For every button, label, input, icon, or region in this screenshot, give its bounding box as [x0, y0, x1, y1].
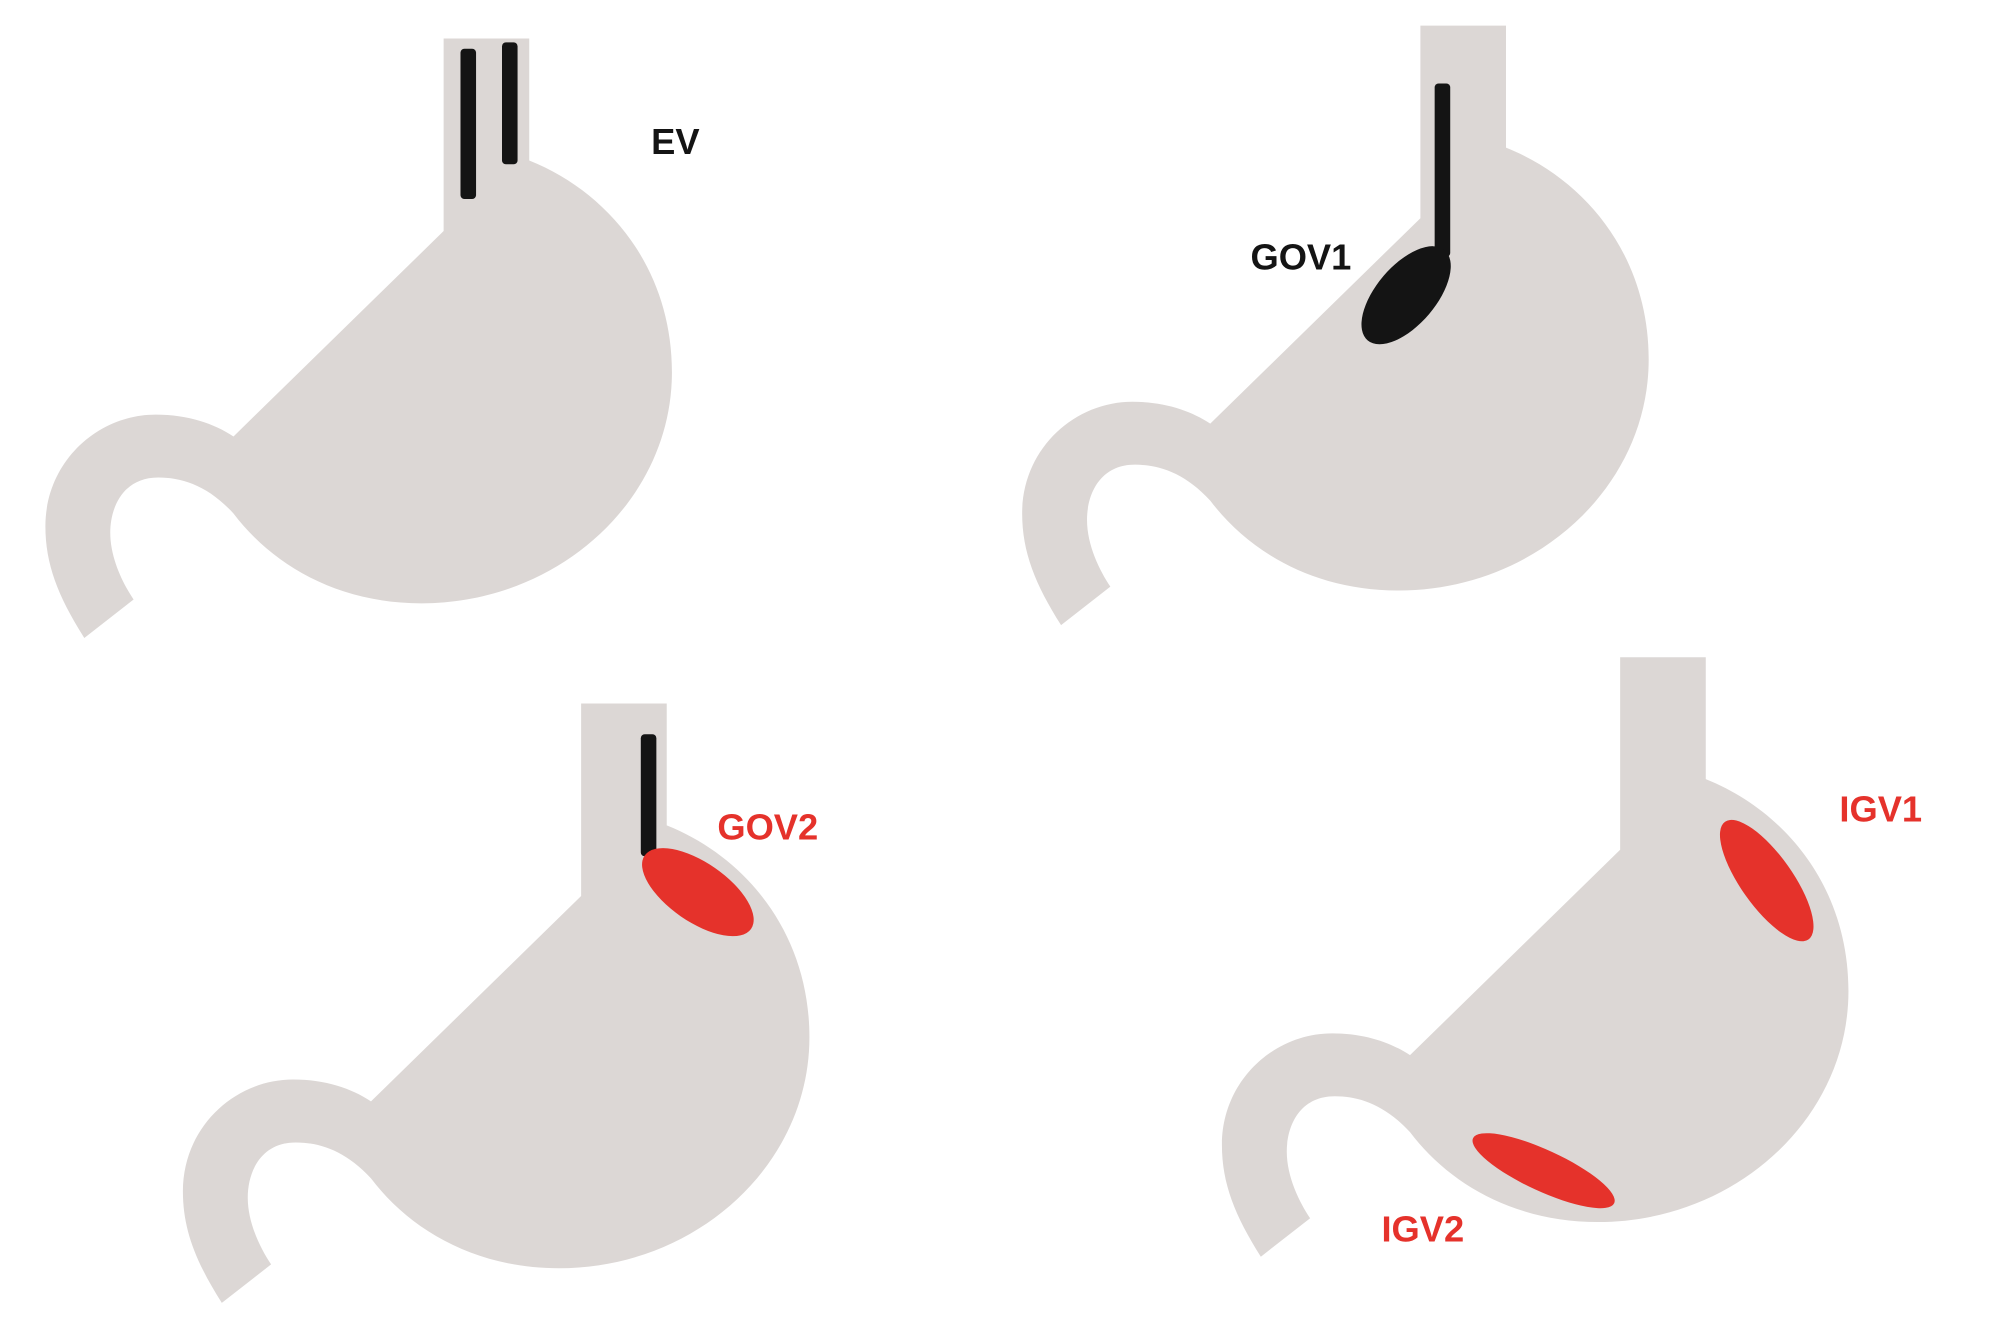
label-gov1: GOV1: [1250, 237, 1351, 278]
esophageal-varix: [502, 42, 518, 165]
panel-gov2: GOV2: [182, 703, 818, 1303]
isolated-gastric-varix-fundus: [1719, 819, 1814, 942]
esophageal-varix: [460, 48, 477, 199]
panel-igv: IGV1 IGV2: [1221, 657, 1922, 1257]
gastric-varix-fundus: [642, 848, 754, 937]
esophageal-varix: [1434, 83, 1451, 257]
label-ev: EV: [651, 121, 699, 162]
panel-ev: EV: [45, 38, 700, 638]
esophageal-varix: [640, 734, 657, 857]
stomach-shape: [45, 38, 672, 638]
label-igv2: IGV2: [1381, 1208, 1464, 1249]
isolated-gastric-varix-antrum: [1472, 1133, 1615, 1209]
panel-gov1: GOV1: [1022, 25, 1649, 626]
gastric-varix-lesser-curvature: [1361, 246, 1451, 345]
label-gov2: GOV2: [717, 807, 818, 848]
stomach-shape: [182, 703, 810, 1303]
label-igv1: IGV1: [1839, 789, 1922, 830]
stomach-shape: [1022, 25, 1649, 626]
